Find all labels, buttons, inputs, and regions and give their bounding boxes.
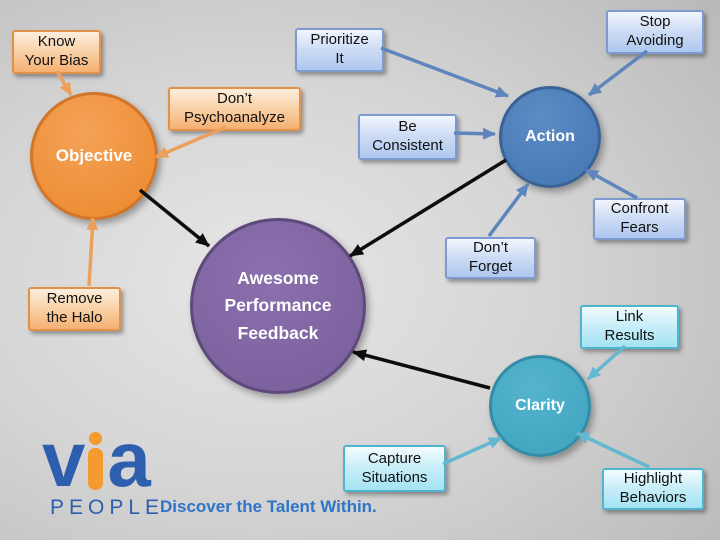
arrow-prioritize-it-to-action xyxy=(380,46,509,98)
satellite-know-your-bias: Know Your Bias xyxy=(12,30,101,74)
person-head-icon xyxy=(89,432,103,445)
node-clarity: Clarity xyxy=(489,355,591,457)
center-node-awesome-performance-feedback: Awesome Performance Feedback xyxy=(190,218,366,394)
arrow-know-your-bias-to-objective xyxy=(55,70,73,96)
satellite-confront-fears: Confront Fears xyxy=(593,198,686,240)
arrow-clarity-to-center xyxy=(352,349,491,390)
logo-wordmark-people: PEOPLE xyxy=(50,496,165,519)
satellite-prioritize-it: Prioritize It xyxy=(295,28,384,72)
logo-tagline: Discover the Talent Within. xyxy=(160,497,377,516)
node-action: Action xyxy=(499,86,601,188)
satellite-highlight-behaviors: Highlight Behaviors xyxy=(602,468,704,510)
satellite-be-consistent: Be Consistent xyxy=(358,114,457,160)
satellite-stop-avoiding: Stop Avoiding xyxy=(606,10,704,54)
arrow-highlight-behaviors-to-clarity xyxy=(576,431,650,469)
arrow-be-consistent-to-action xyxy=(453,127,496,140)
person-icon xyxy=(88,432,104,490)
satellite-dont-psychoanalyze: Don’t Psychoanalyze xyxy=(168,87,301,131)
arrow-stop-avoiding-to-action xyxy=(587,49,649,97)
logo-letter-v: v xyxy=(42,415,85,504)
arrow-remove-the-halo-to-objective xyxy=(86,217,99,287)
node-objective: Objective xyxy=(30,92,158,220)
person-torso-icon xyxy=(88,448,104,490)
arrow-confront-fears-to-action xyxy=(585,168,638,200)
logo-letter-a: a xyxy=(107,415,150,504)
satellite-dont-forget: Don’t Forget xyxy=(445,237,536,279)
arrow-dont-psychoanalyze-to-objective xyxy=(155,125,227,159)
logo-wordmark-via: v a xyxy=(42,415,164,504)
satellite-link-results: Link Results xyxy=(580,305,679,349)
arrow-capture-situations-to-clarity xyxy=(442,436,502,466)
arrow-link-results-to-clarity xyxy=(586,344,627,381)
viapeople-logo: v a PEOPLE xyxy=(42,420,164,520)
arrow-objective-to-center xyxy=(138,188,211,248)
arrow-dont-forget-to-action xyxy=(487,182,530,238)
satellite-capture-situations: Capture Situations xyxy=(343,445,446,492)
satellite-remove-the-halo: Remove the Halo xyxy=(28,287,121,331)
